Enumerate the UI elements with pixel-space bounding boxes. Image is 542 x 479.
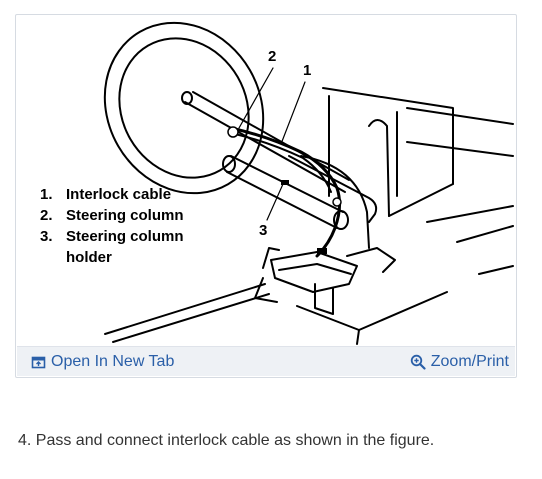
legend-number: 2. — [40, 207, 53, 224]
callout-1: 1 — [303, 62, 312, 79]
legend-label: Steering column — [66, 207, 184, 224]
open-in-new-tab-link[interactable]: Open In New Tab — [31, 353, 174, 371]
legend-label: holder — [66, 249, 112, 266]
figure-card: 2 1 3 1. Interlock cable 2. Steering col… — [15, 14, 517, 378]
diagram-drawing — [103, 21, 514, 345]
figure-legend: 1. Interlock cable 2. Steering column 3.… — [40, 184, 184, 268]
callout-2: 2 — [268, 48, 277, 65]
zoom-print-link[interactable]: Zoom/Print — [410, 353, 509, 371]
open-new-tab-icon — [31, 356, 46, 368]
legend-number: 3. — [40, 228, 53, 245]
zoom-icon — [410, 354, 426, 370]
figure-toolbar: Open In New Tab Zoom/Print — [17, 346, 515, 376]
legend-number — [40, 247, 66, 268]
legend-item: holder — [40, 247, 184, 268]
interlock-cable-diagram: 2 1 3 1. Interlock cable 2. Steering col… — [17, 16, 515, 346]
legend-item: 1. Interlock cable — [40, 184, 184, 205]
legend-label: Interlock cable — [66, 186, 172, 203]
step-instruction: 4. Pass and connect interlock cable as s… — [18, 432, 435, 449]
legend-label: Steering column — [66, 228, 184, 245]
legend-item: 3. Steering column — [40, 226, 184, 247]
legend-item: 2. Steering column — [40, 205, 184, 226]
zoom-print-label: Zoom/Print — [430, 353, 509, 370]
legend-number: 1. — [40, 186, 53, 203]
open-in-new-tab-label: Open In New Tab — [51, 353, 175, 370]
callout-3: 3 — [259, 222, 268, 239]
